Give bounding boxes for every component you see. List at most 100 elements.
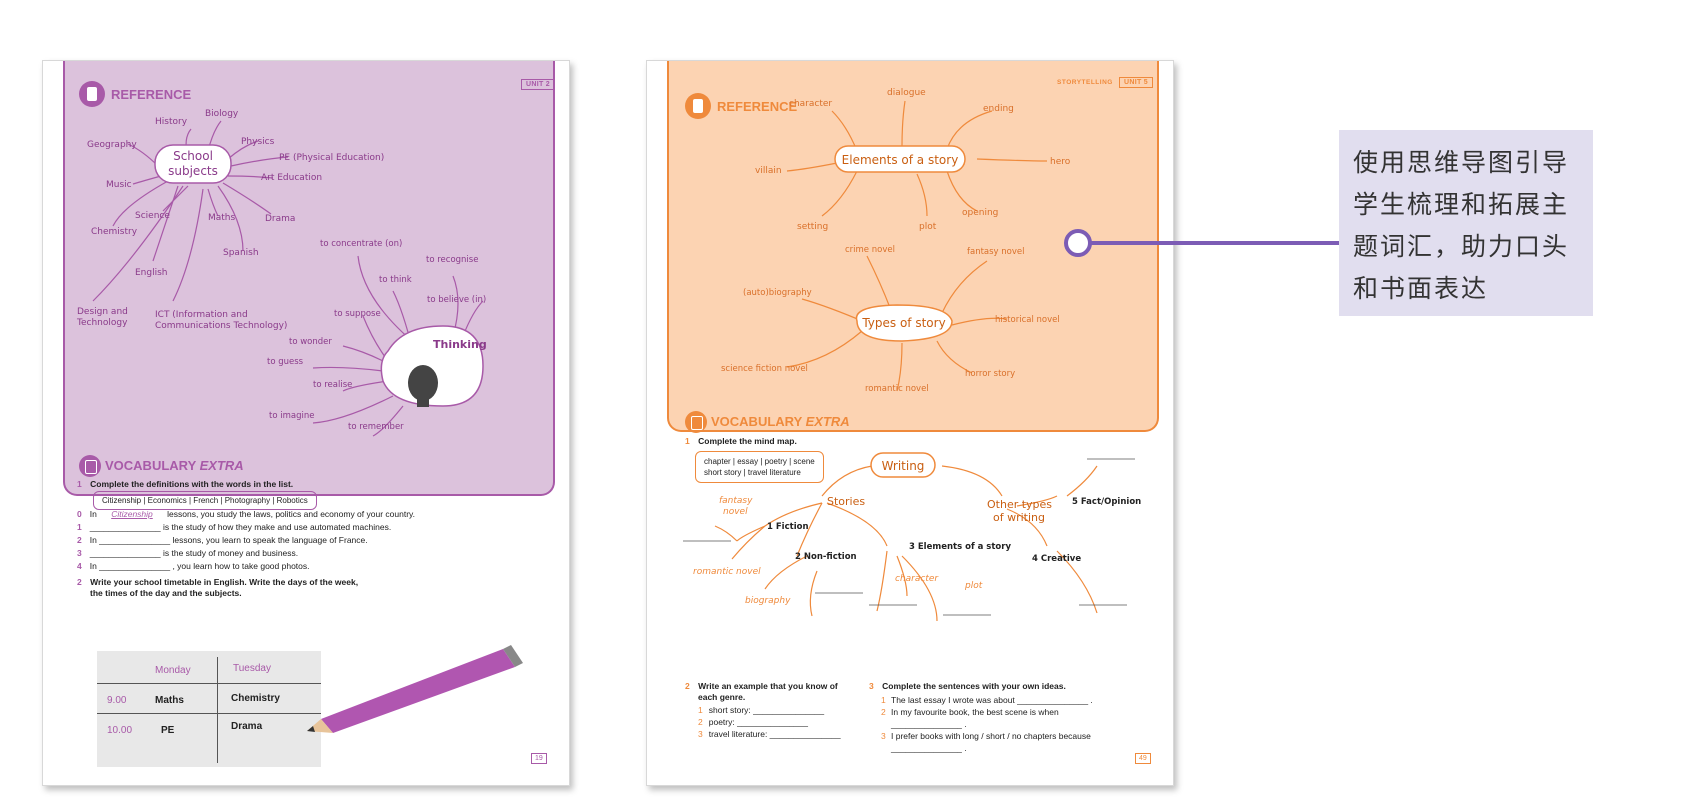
unit-badge: UNIT 5	[1119, 77, 1153, 88]
element-setting: setting	[797, 222, 828, 232]
exercise-2-line: 2 poetry: _______________	[698, 717, 808, 727]
page-number: 19	[531, 753, 547, 764]
vocabulary-extra-title: VOCABULARY EXTRA	[105, 458, 244, 473]
exercise-1-instruction: 1 Complete the mind map.	[685, 436, 797, 446]
line-number: 3	[881, 731, 886, 741]
exercise-1-line: 3 _______________ is the study of money a…	[77, 548, 298, 558]
writing-other-1: Other types	[987, 498, 1052, 511]
school-subjects-center-1: School	[173, 149, 213, 163]
timetable-tue-1: Chemistry	[231, 693, 280, 704]
annotation-callout: 使用思维导图引导学生梳理和拓展主题词汇，助力口头和书面表达	[1339, 130, 1593, 316]
callout-connector	[1064, 229, 1343, 257]
type-fantasy: fantasy novel	[967, 247, 1025, 257]
type-crime: crime novel	[845, 245, 895, 255]
subject-art-education: Art Education	[261, 173, 322, 183]
writing-mind-map: Writing Stories Other types of writing 1…	[683, 452, 1141, 622]
thinking-imagine: to imagine	[269, 411, 314, 421]
writing-elements: 3 Elements of a story	[909, 542, 1011, 552]
exercise-1-number: 1	[685, 436, 690, 446]
writing-fantasy-2: novel	[723, 507, 748, 517]
exercise-2-instruction: 2 Write your school timetable in English…	[77, 577, 358, 587]
line-text: In _______________ lessons, you learn to…	[89, 535, 368, 545]
subject-pe: PE (Physical Education)	[279, 153, 384, 163]
right-textbook-page: STORYTELLING UNIT 5 REFERENCE Elements o…	[646, 60, 1174, 786]
timetable-mon-1: Maths	[155, 695, 184, 706]
types-center: Types of story	[861, 316, 945, 330]
thinking-realise: to realise	[313, 380, 352, 390]
timetable-image: Monday Tuesday 9.00 Maths Chemistry 10.0…	[97, 651, 321, 767]
line-text: I prefer books with long / short / no ch…	[891, 731, 1091, 741]
exercise-3-line: _______________ .	[881, 719, 967, 729]
writing-biography: biography	[745, 596, 791, 606]
element-opening: opening	[962, 208, 998, 218]
exercise-3-line: 2 In my favourite book, the best scene is…	[881, 707, 1059, 717]
line-text: _______________ is the study of money an…	[89, 548, 299, 558]
unit-badge: UNIT 2	[521, 79, 555, 90]
subject-science: Science	[135, 211, 170, 221]
extra-label: EXTRA	[805, 414, 850, 429]
line-number: 1	[77, 522, 82, 532]
line-text: In	[89, 509, 100, 519]
thinking-remember: to remember	[348, 422, 404, 432]
writing-nonfiction: 2 Non-fiction	[795, 552, 857, 562]
writing-stories: Stories	[827, 495, 865, 508]
writing-fiction: 1 Fiction	[767, 522, 809, 532]
type-romantic: romantic novel	[865, 384, 929, 394]
vocabulary-extra-title: VOCABULARY EXTRA	[711, 414, 850, 429]
exercise-2-text-2: the times of the day and the subjects.	[90, 588, 242, 598]
reference-book-icon	[79, 81, 105, 107]
line-number: 2	[77, 535, 82, 545]
line-text: In my favourite book, the best scene is …	[891, 707, 1059, 717]
exercise-1-word-list: Citizenship | Economics | French | Photo…	[93, 491, 317, 510]
subject-drama: Drama	[265, 214, 295, 224]
school-subjects-center-2: subjects	[168, 164, 218, 178]
writing-center: Writing	[882, 459, 925, 473]
page-number: 49	[1135, 753, 1151, 764]
line-number: 2	[698, 717, 703, 727]
subject-biology: Biology	[205, 109, 239, 119]
vocabulary-label: VOCABULARY	[105, 458, 200, 473]
writing-fantasy-1: fantasy	[719, 496, 753, 506]
line-number: 2	[881, 707, 886, 717]
timetable-time-2: 10.00	[107, 725, 133, 736]
timetable-day-tuesday: Tuesday	[233, 663, 271, 674]
exercise-1-word-list: chapter | essay | poetry | scene short s…	[695, 451, 824, 483]
element-plot: plot	[919, 222, 937, 232]
line-number: 3	[77, 548, 82, 558]
exercise-2-text-1: Write your school timetable in English. …	[90, 577, 359, 587]
reference-book-icon	[685, 93, 711, 119]
exercise-3-instruction: 3 Complete the sentences with your own i…	[869, 681, 1066, 691]
subject-ict-2: Communications Technology)	[155, 321, 287, 331]
line-text: travel literature: _______________	[708, 729, 841, 739]
reference-title: REFERENCE	[717, 99, 798, 114]
writing-other-2: of writing	[993, 511, 1045, 524]
thinking-think: to think	[379, 275, 412, 285]
reference-title: REFERENCE	[111, 87, 192, 102]
callout-text: 使用思维导图引导学生梳理和拓展主题词汇，助力口头和书面表达	[1353, 148, 1570, 303]
subject-spanish: Spanish	[223, 248, 259, 258]
exercise-3-line: 3 I prefer books with long / short / no c…	[881, 731, 1091, 741]
subject-geography: Geography	[87, 140, 137, 150]
subject-english: English	[135, 268, 168, 278]
type-horror: horror story	[965, 369, 1015, 379]
subject-maths: Maths	[208, 213, 236, 223]
timetable-time-1: 9.00	[107, 695, 127, 706]
line-text: _______________ is the study of how they…	[89, 522, 392, 532]
exercise-2-number: 2	[77, 577, 82, 587]
exercise-1-text: Complete the definitions with the words …	[90, 479, 294, 489]
element-dialogue: dialogue	[887, 88, 926, 98]
exercise-2-text-2: each genre.	[698, 692, 746, 702]
thinking-guess: to guess	[267, 357, 304, 367]
exercise-3-text: Complete the sentences with your own ide…	[882, 681, 1066, 691]
vocabulary-label: VOCABULARY	[711, 414, 806, 429]
line-text: poetry: _______________	[708, 717, 808, 727]
subject-physics: Physics	[241, 137, 275, 147]
timetable-tue-2: Drama	[231, 721, 263, 732]
word-list-line-1: chapter | essay | poetry | scene	[704, 457, 815, 466]
elements-center: Elements of a story	[842, 153, 959, 167]
line-text-end: lessons, you study the laws, politics an…	[164, 509, 416, 519]
thinking-center: Thinking	[433, 338, 487, 351]
